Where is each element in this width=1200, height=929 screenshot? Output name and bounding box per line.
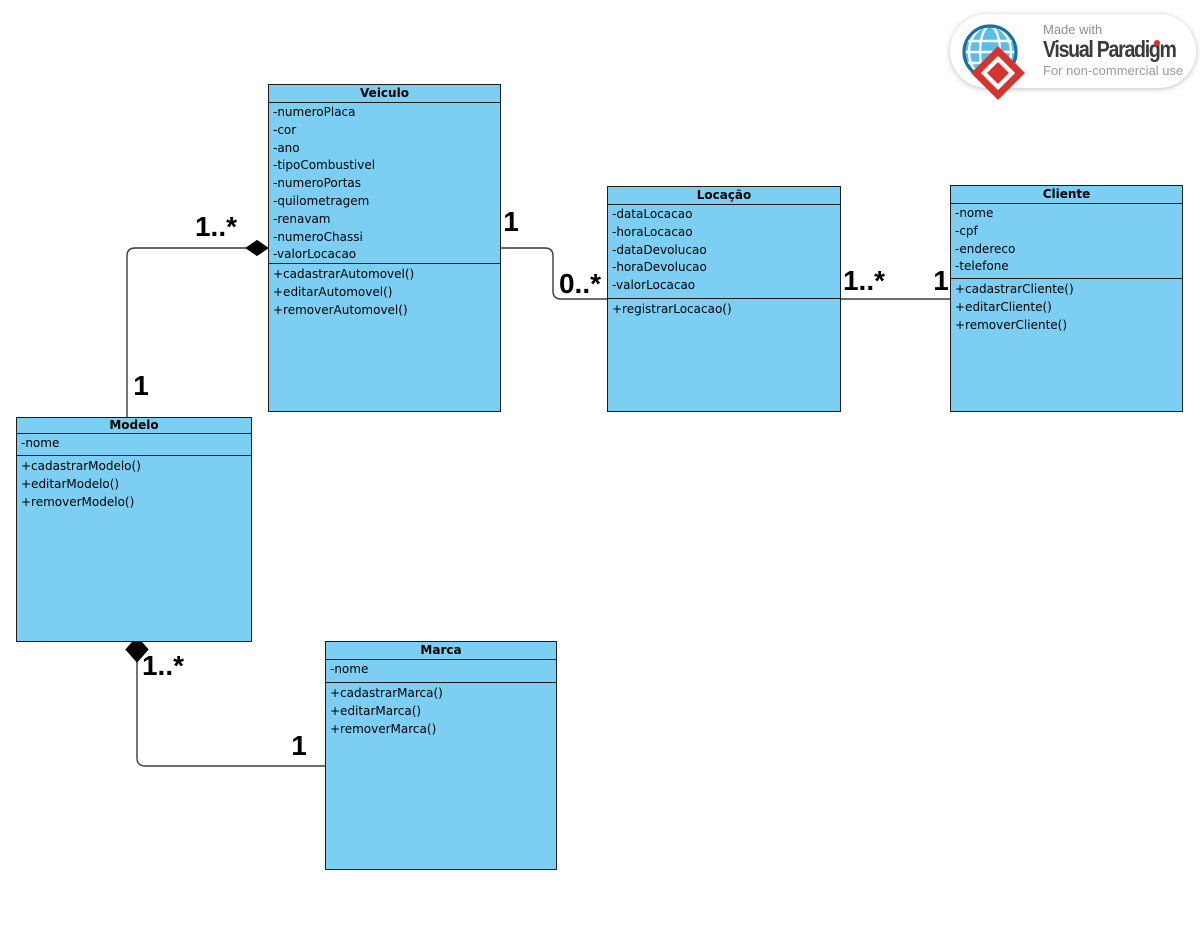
class-box-veiculo[interactable]: Veiculo -numeroPlaca -cor -ano -tipoComb… xyxy=(268,84,501,412)
attribute: -cor xyxy=(273,122,297,137)
brand-red-i-dot xyxy=(1154,40,1160,46)
methods-compartment: +cadastrarMarca() +editarMarca() +remove… xyxy=(326,683,556,869)
vp-diamond-logo-icon xyxy=(971,46,1025,100)
method: +registrarLocacao() xyxy=(612,302,732,316)
attribute: -horaDevolucao xyxy=(612,260,707,275)
attribute: -nome xyxy=(21,436,60,450)
method: +removerMarca() xyxy=(330,721,437,736)
method: +cadastrarMarca() xyxy=(330,686,443,700)
attribute: -quilometragem xyxy=(273,193,370,208)
class-name: Locação xyxy=(608,187,840,205)
attributes-compartment: -nome xyxy=(17,434,251,456)
attribute: -endereco xyxy=(955,241,1016,256)
method: +removerCliente() xyxy=(955,317,1068,332)
multiplicity-label: 1..* xyxy=(141,650,185,681)
multiplicity-label: 1..* xyxy=(194,211,238,242)
attribute: -nome xyxy=(330,662,369,676)
attribute: -tipoCombustivel xyxy=(273,158,376,173)
class-box-locacao[interactable]: Locação -dataLocacao -horaLocacao -dataD… xyxy=(607,186,841,412)
method: +removerAutomovel() xyxy=(273,302,408,317)
class-box-marca[interactable]: Marca -nome +cadastrarMarca() +editarMar… xyxy=(325,641,557,870)
multiplicity-label: 0..* xyxy=(558,268,602,299)
badge-made-with-text: Made with xyxy=(1043,22,1103,37)
composition-line-modelo-marca[interactable] xyxy=(136,660,325,767)
attribute: -dataDevolucao xyxy=(612,242,707,257)
composition-line-modelo-veiculo[interactable] xyxy=(126,247,246,417)
attribute: -horaLocacao xyxy=(612,224,693,239)
composition-diamond-icon xyxy=(245,239,269,257)
method: +editarAutomovel() xyxy=(273,284,393,299)
method: +cadastrarAutomovel() xyxy=(273,267,415,281)
methods-compartment: +cadastrarModelo() +editarModelo() +remo… xyxy=(17,456,251,641)
attributes-compartment: -nome xyxy=(326,660,556,683)
multiplicity-label: 1 xyxy=(291,730,307,761)
composition-diamond-icon xyxy=(125,636,149,663)
multiplicity-label: 1..* xyxy=(842,265,886,296)
multiplicity-label: 1 xyxy=(933,265,949,296)
multiplicity-label: 1 xyxy=(133,370,149,401)
method: +cadastrarCliente() xyxy=(955,282,1074,296)
class-name: Cliente xyxy=(951,186,1182,204)
class-box-modelo[interactable]: Modelo -nome +cadastrarModelo() +editarM… xyxy=(16,417,252,642)
attribute: -nome xyxy=(955,206,994,220)
class-name: Modelo xyxy=(17,418,251,434)
methods-compartment: +cadastrarCliente() +editarCliente() +re… xyxy=(951,279,1182,411)
class-name: Veiculo xyxy=(269,85,500,103)
method: +cadastrarModelo() xyxy=(21,459,141,473)
attribute: -dataLocacao xyxy=(612,207,693,221)
association-line-veiculo-locacao[interactable] xyxy=(501,247,607,300)
attribute: -numeroChassi xyxy=(273,229,363,244)
attribute: -valorLocacao xyxy=(612,278,696,293)
attributes-compartment: -nome -cpf -endereco -telefone xyxy=(951,204,1182,279)
multiplicity-label: 1 xyxy=(503,206,519,237)
attribute: -ano xyxy=(273,140,300,155)
attribute: -valorLocacao xyxy=(273,247,357,262)
method: +editarModelo() xyxy=(21,476,120,491)
attribute: -cpf xyxy=(955,223,978,238)
attribute: -telefone xyxy=(955,259,1009,274)
class-box-cliente[interactable]: Cliente -nome -cpf -endereco -telefone +… xyxy=(950,185,1183,412)
methods-compartment: +cadastrarAutomovel() +editarAutomovel()… xyxy=(269,264,500,411)
attribute: -numeroPortas xyxy=(273,176,362,191)
method: +editarMarca() xyxy=(330,703,422,718)
methods-compartment: +registrarLocacao() xyxy=(608,299,840,411)
method: +editarCliente() xyxy=(955,299,1052,314)
attributes-compartment: -numeroPlaca -cor -ano -tipoCombustivel … xyxy=(269,103,500,264)
attribute: -numeroPlaca xyxy=(273,105,356,119)
method: +removerModelo() xyxy=(21,494,135,509)
attribute: -renavam xyxy=(273,211,331,226)
class-name: Marca xyxy=(326,642,556,660)
visual-paradigm-logo-icon xyxy=(962,24,1025,100)
attributes-compartment: -dataLocacao -horaLocacao -dataDevolucao… xyxy=(608,205,840,299)
badge-license-text: For non-commercial use xyxy=(1043,63,1184,78)
